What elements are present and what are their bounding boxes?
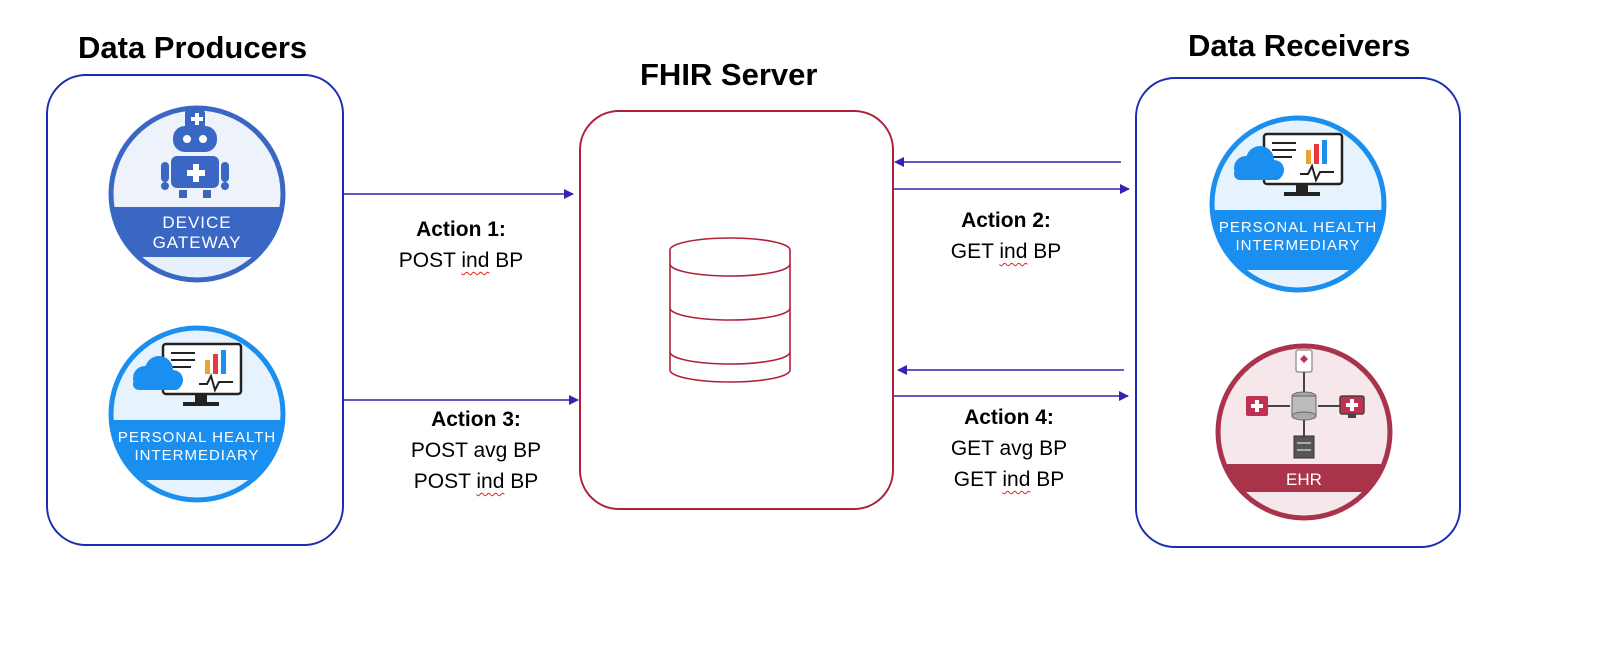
- action1-label: Action 1: POST ind BP: [361, 214, 561, 276]
- receiver-phi-label-2: INTERMEDIARY: [1235, 237, 1360, 254]
- device-gateway-label-2: GATEWAY: [153, 233, 242, 252]
- action3-label: Action 3: POST avg BP POST ind BP: [376, 404, 576, 497]
- receiver-phi-label-1: PERSONAL HEALTH: [1219, 219, 1377, 236]
- ehr-badge: EHR: [1215, 343, 1393, 521]
- device-gateway-badge: DEVICE GATEWAY: [108, 105, 286, 283]
- action4-line2: GET ind BP: [953, 468, 1065, 491]
- action3-line1: POST avg BP: [410, 439, 542, 462]
- cloud-icon: [133, 356, 183, 390]
- action2-line1: GET ind BP: [950, 240, 1062, 263]
- action4-line1: GET avg BP: [950, 437, 1068, 460]
- action4-label: Action 4: GET avg BP GET ind BP: [909, 402, 1109, 495]
- database-icon: [669, 237, 791, 383]
- action3-title: Action 3:: [431, 408, 521, 431]
- device-gateway-label-1: DEVICE: [162, 213, 231, 232]
- producer-phi-label-2: INTERMEDIARY: [134, 447, 259, 464]
- producer-phi-badge: PERSONAL HEALTH INTERMEDIARY: [108, 325, 286, 503]
- action2-label: Action 2: GET ind BP: [906, 205, 1106, 267]
- producer-phi-label-1: PERSONAL HEALTH: [118, 429, 276, 446]
- ehr-network-icon: [1246, 349, 1365, 459]
- receiver-phi-badge: PERSONAL HEALTH INTERMEDIARY: [1209, 115, 1387, 293]
- action1-title: Action 1:: [416, 218, 506, 241]
- action2-title: Action 2:: [961, 209, 1051, 232]
- fhir-server-title: FHIR Server: [640, 57, 818, 92]
- ehr-label: EHR: [1286, 470, 1322, 489]
- data-receivers-title: Data Receivers: [1188, 28, 1411, 63]
- action1-line1: POST ind BP: [398, 249, 524, 272]
- action4-title: Action 4:: [964, 406, 1054, 429]
- data-producers-title: Data Producers: [78, 30, 308, 65]
- cloud-icon: [1234, 146, 1284, 180]
- action3-line2: POST ind BP: [413, 470, 539, 493]
